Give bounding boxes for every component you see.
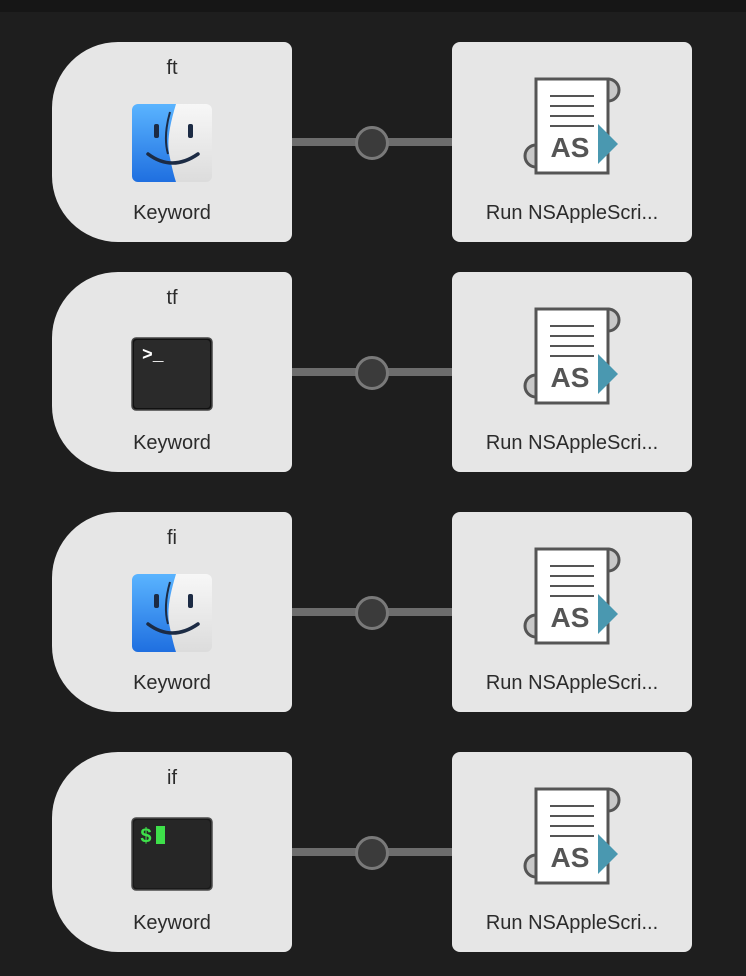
node-type-label: Keyword: [133, 202, 211, 224]
keyword-text: if: [167, 767, 177, 789]
node-type-label: Keyword: [133, 432, 211, 454]
run-applescript-node[interactable]: AS Run NSAppleScri...: [452, 752, 692, 952]
keyword-input-node[interactable]: ft Keyword: [52, 42, 292, 242]
applescript-badge: AS: [551, 842, 590, 873]
applescript-icon: AS: [523, 77, 621, 175]
run-applescript-node[interactable]: AS Run NSAppleScri...: [452, 42, 692, 242]
run-applescript-node[interactable]: AS Run NSAppleScri...: [452, 512, 692, 712]
node-type-label: Keyword: [133, 912, 211, 934]
applescript-badge: AS: [551, 362, 590, 393]
terminal-icon: >_: [131, 337, 213, 411]
iterm-prompt: $: [140, 826, 152, 849]
action-label: Run NSAppleScri...: [485, 202, 659, 224]
applescript-icon: AS: [523, 787, 621, 885]
connection-handle[interactable]: [355, 596, 389, 630]
keyword-input-node[interactable]: if $ Keyword: [52, 752, 292, 952]
action-label: Run NSAppleScri...: [485, 912, 659, 934]
applescript-icon: AS: [523, 307, 621, 405]
finder-icon: [132, 104, 212, 182]
keyword-input-node[interactable]: tf >_ Keyword: [52, 272, 292, 472]
action-label: Run NSAppleScri...: [485, 672, 659, 694]
connection-handle[interactable]: [355, 836, 389, 870]
connection-handle[interactable]: [355, 126, 389, 160]
iterm-icon: $: [131, 817, 213, 891]
workflow-row: ft Keyword: [0, 42, 746, 242]
keyword-input-node[interactable]: fi Keyword: [52, 512, 292, 712]
node-type-label: Keyword: [133, 672, 211, 694]
keyword-text: fi: [167, 527, 177, 549]
keyword-text: ft: [166, 57, 178, 79]
applescript-icon: AS: [523, 547, 621, 645]
workflow-row: tf >_ Keyword AS Run NSAppleScri...: [0, 272, 746, 472]
connection-handle[interactable]: [355, 356, 389, 390]
workflow-row: fi Keyword: [0, 512, 746, 712]
workflow-row: if $ Keyword AS Run NSAppleScri...: [0, 752, 746, 952]
keyword-text: tf: [166, 287, 178, 309]
finder-icon: [132, 574, 212, 652]
terminal-prompt: >_: [142, 346, 164, 366]
applescript-badge: AS: [551, 132, 590, 163]
top-bar: [0, 0, 746, 12]
run-applescript-node[interactable]: AS Run NSAppleScri...: [452, 272, 692, 472]
action-label: Run NSAppleScri...: [485, 432, 659, 454]
applescript-badge: AS: [551, 602, 590, 633]
